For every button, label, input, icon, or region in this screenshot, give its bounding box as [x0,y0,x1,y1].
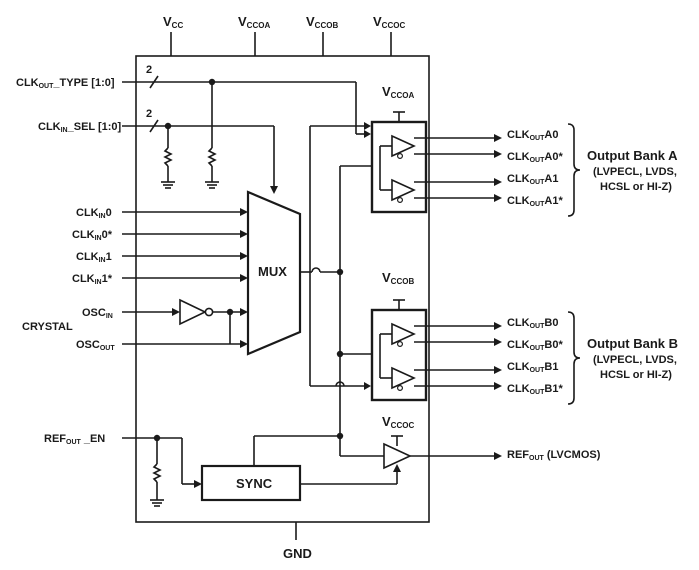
bank-b-line2: HCSL or HI-Z) [600,369,672,381]
osc-inverter [179,298,207,326]
buffer-a1 [391,178,416,202]
clk-in-sel-label: CLKIN_SEL [1:0] [38,121,122,134]
vccoc-label: VCCOC [373,14,405,30]
bank-b-line1: (LVPECL, LVDS, [593,354,677,366]
chip-outline [135,55,430,523]
bus-width-1: 2 [146,64,152,76]
out-a0-label: CLKOUTA0 [507,129,558,142]
ref-out-label: REFOUT (LVCMOS) [507,449,601,462]
out-a0n-label: CLKOUTA0* [507,151,563,164]
bank-b-brace [567,311,581,405]
clkin0n-label: CLKIN0* [72,229,113,242]
vccoc-buffer-label: VCCOC [382,414,414,430]
osc-out-label: OSCOUT [76,339,115,352]
out-b1n-label: CLKOUTB1* [507,383,563,396]
osc-in-label: OSCIN [82,307,113,320]
gnd-label: GND [283,546,312,561]
clkin1-label: CLKIN1 [76,251,112,264]
vccob-label: VCCOB [306,14,338,30]
sync-block [200,464,302,502]
buffer-b1 [391,366,416,390]
mux-block [246,190,302,356]
bank-b-title: Output Bank B [587,336,678,351]
junction-dot [336,350,344,358]
vccoa-label: VCCOA [238,14,270,30]
buffer-b0 [391,322,416,346]
out-a1-label: CLKOUTA1 [507,173,558,186]
bank-a-supply-label: VCCOA [382,84,414,100]
crystal-label: CRYSTAL [22,321,73,333]
mux-label: MUX [258,264,287,279]
bank-b-supply-label: VCCOB [382,270,414,286]
out-a1n-label: CLKOUTA1* [507,195,563,208]
bus-width-2: 2 [146,108,152,120]
ref-out-buffer [383,442,412,470]
bank-a-brace [567,123,581,217]
out-b0-label: CLKOUTB0 [507,317,558,330]
sync-label: SYNC [236,476,273,491]
ref-out-en-label: REFOUT _EN [44,433,105,446]
bank-a-title: Output Bank A [587,148,678,163]
clkin1n-label: CLKIN1* [72,273,113,286]
out-b0n-label: CLKOUTB0* [507,339,563,352]
bank-a-line1: (LVPECL, LVDS, [593,166,677,178]
clkin0-label: CLKIN0 [76,207,112,220]
bank-a-line2: HCSL or HI-Z) [600,181,672,193]
out-b1-label: CLKOUTB1 [507,361,558,374]
vcc-label: VCC [163,14,183,30]
clk-out-type-label: CLKOUT_TYPE [1:0] [16,77,115,90]
buffer-a0 [391,134,416,158]
